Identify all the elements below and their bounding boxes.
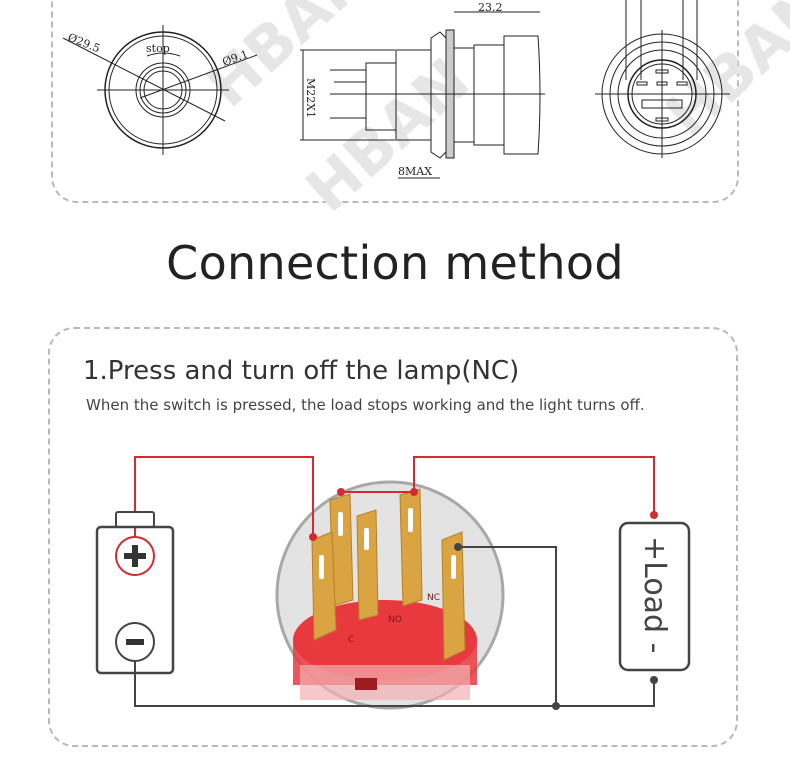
section-title: 1.Press and turn off the lamp(NC): [83, 356, 520, 386]
dimension-drawing: HBAN HBAN HBAN Ø29.5 Ø9.1 stop 2: [62, 0, 790, 210]
stop-label: stop: [146, 42, 170, 55]
length-label: 23.2: [478, 1, 503, 14]
rear-view: [595, 0, 730, 158]
page-heading: Connection method: [166, 236, 624, 290]
svg-text:HBAN: HBAN: [293, 45, 483, 210]
thread-label: M22X1: [304, 78, 317, 118]
svg-text:HBAN: HBAN: [653, 0, 790, 151]
front-view: [62, 25, 258, 155]
panel-label: 8MAX: [398, 165, 432, 178]
connection-panel: [48, 327, 738, 747]
dimension-drawing-panel: [51, 0, 739, 203]
section-description: When the switch is pressed, the load sto…: [86, 396, 645, 414]
side-view: [300, 11, 545, 179]
watermark: HBAN HBAN HBAN: [193, 0, 790, 210]
dia-outer-label: Ø29.5: [66, 31, 102, 56]
